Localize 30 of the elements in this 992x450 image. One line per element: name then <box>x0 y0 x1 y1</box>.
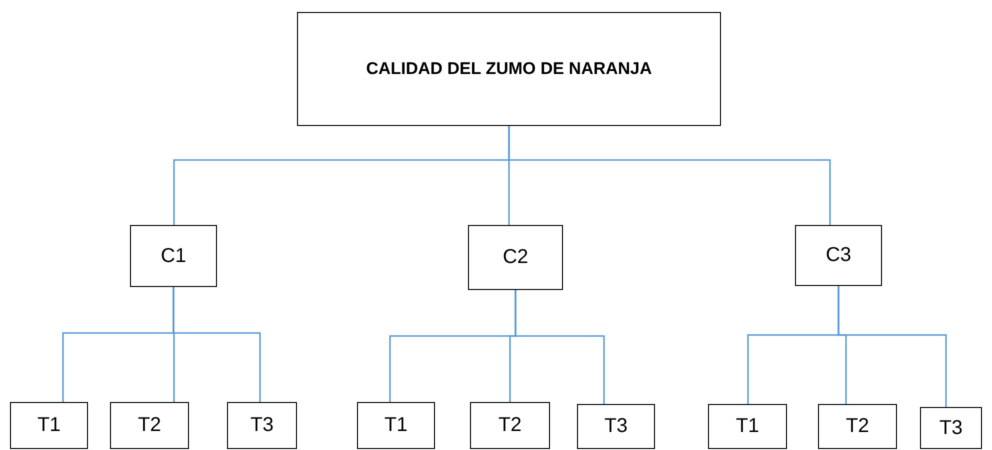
node-box <box>357 402 435 449</box>
node-box <box>10 402 88 449</box>
node-box <box>468 225 563 290</box>
connector-line <box>508 126 831 225</box>
node-box <box>577 404 655 449</box>
node-label: CALIDAD DEL ZUMO DE NARANJA <box>366 59 652 79</box>
node-label: T2 <box>138 414 162 437</box>
node-label: T1 <box>384 414 408 437</box>
node-box <box>708 404 787 449</box>
node-box <box>470 402 550 449</box>
node-label: T1 <box>37 414 61 437</box>
node-box <box>920 407 982 449</box>
node-label: T1 <box>736 415 760 438</box>
node-box <box>130 225 217 287</box>
node-label: T2 <box>498 414 522 437</box>
node-box <box>227 402 297 449</box>
node-label: T3 <box>250 414 274 437</box>
node-box <box>795 225 882 286</box>
node-label: T3 <box>939 416 963 440</box>
title-box <box>297 12 721 126</box>
node-box <box>818 404 897 449</box>
node-label: C2 <box>502 246 528 269</box>
connector-line <box>172 287 261 402</box>
node-label: T2 <box>846 415 870 438</box>
node-label: C1 <box>160 244 186 268</box>
node-label: T3 <box>604 415 628 438</box>
node-box <box>110 402 189 449</box>
connector-line <box>514 290 605 404</box>
node-label: C3 <box>826 244 852 267</box>
connector-line <box>838 286 947 407</box>
